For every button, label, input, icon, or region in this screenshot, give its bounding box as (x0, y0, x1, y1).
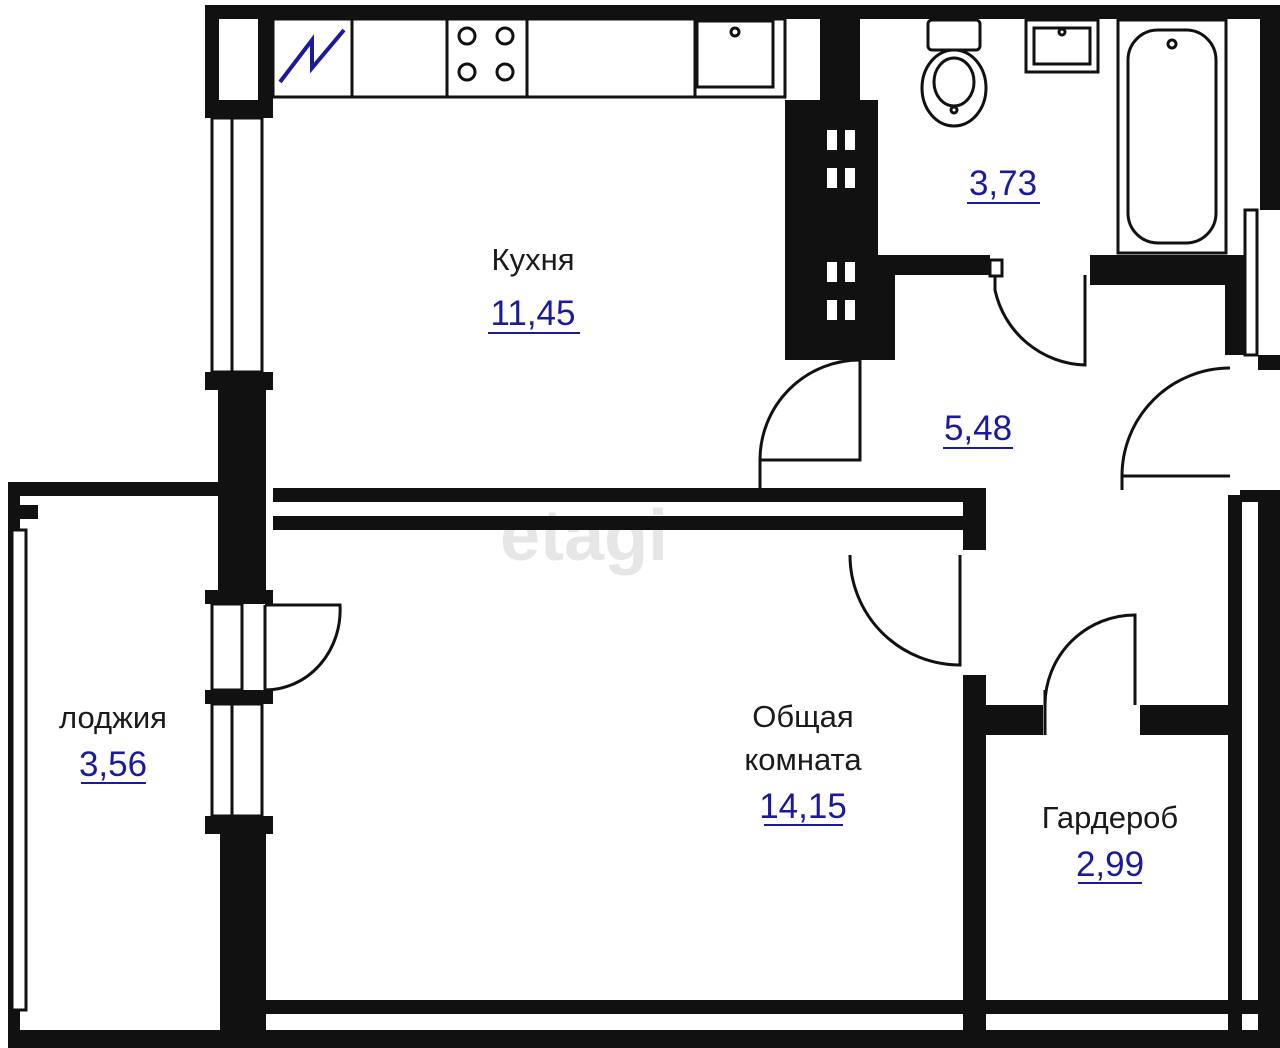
vent-shaft-icon (827, 130, 855, 320)
room-area-kitchen: 11,45 (491, 294, 576, 333)
room-name-wardrobe: Гардероб (1042, 800, 1178, 835)
room-kitchen: Кухня 11,45 (488, 242, 580, 334)
room-hall: 5,48 (943, 409, 1013, 449)
room-name-living-line2: комната (744, 742, 862, 777)
north-arrow-icon (278, 28, 346, 84)
room-area-hall: 5,48 (944, 409, 1012, 448)
room-living: Общая комната 14,15 (744, 699, 862, 826)
bathroom-sink-icon (1024, 18, 1100, 74)
doors (263, 258, 1231, 735)
kitchen-sink-icon (695, 19, 775, 89)
room-name-living-line1: Общая (752, 699, 853, 734)
room-area-living: 14,15 (759, 787, 847, 826)
room-loggia: лоджия 3,56 (59, 700, 167, 784)
room-name-kitchen: Кухня (492, 242, 575, 277)
room-area-bathroom: 3,73 (969, 164, 1037, 203)
toilet-icon (920, 18, 988, 128)
stove-icon (445, 17, 529, 99)
room-area-wardrobe: 2,99 (1076, 845, 1144, 884)
room-area-loggia: 3,56 (79, 745, 147, 784)
watermark: etagi (500, 496, 668, 576)
bathtub-icon (1116, 18, 1228, 255)
walls (8, 5, 1280, 1048)
room-name-loggia: лоджия (59, 700, 167, 735)
room-wardrobe: Гардероб 2,99 (1042, 800, 1178, 884)
windows (10, 116, 1259, 1012)
room-bathroom: 3,73 (967, 164, 1040, 204)
